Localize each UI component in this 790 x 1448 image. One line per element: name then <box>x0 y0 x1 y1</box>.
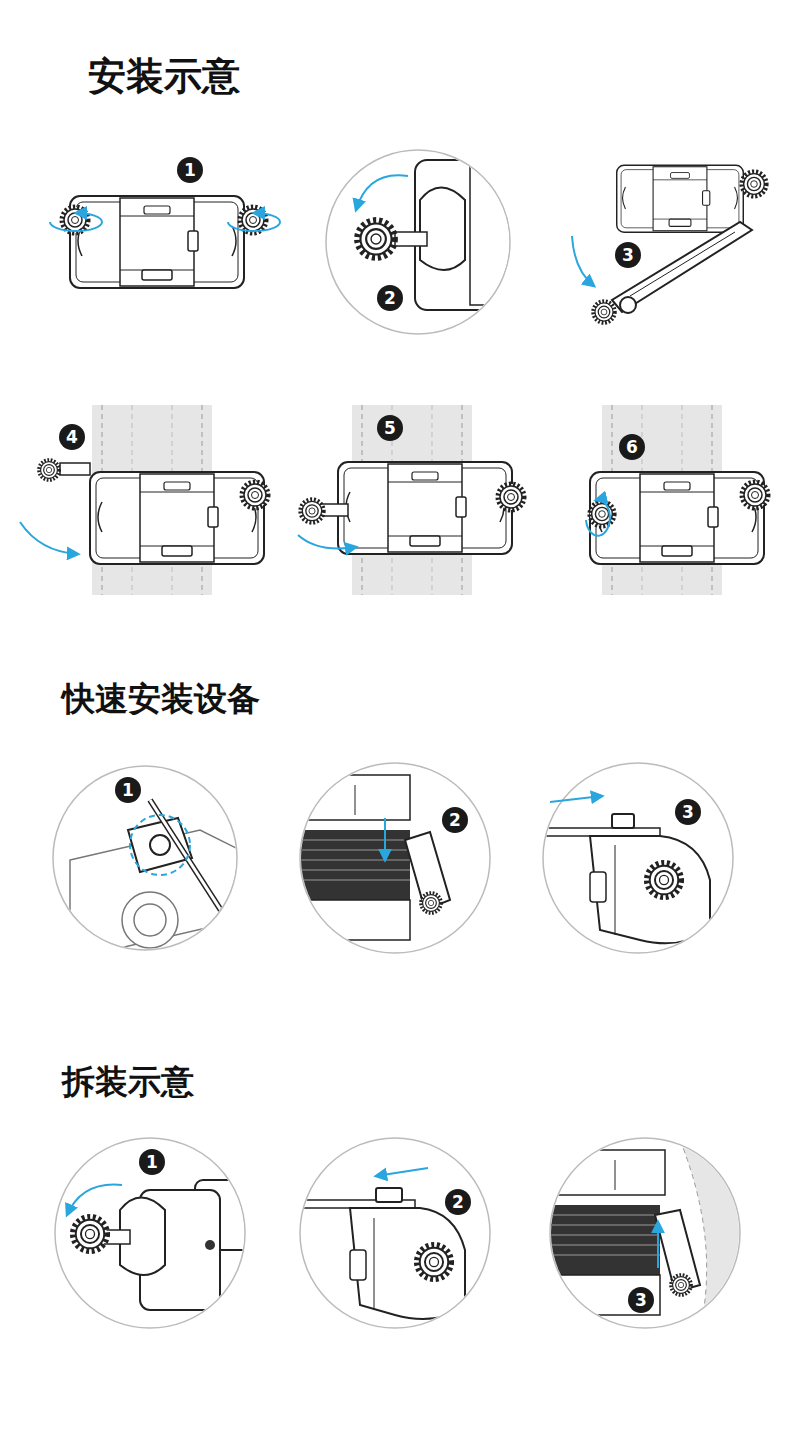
callout-number: 4 <box>59 424 85 450</box>
section-heading: 快速安装设备 <box>62 679 260 719</box>
callout-number: 2 <box>442 807 468 833</box>
callout-number: 3 <box>615 242 641 268</box>
callout-number: 2 <box>445 1189 471 1215</box>
callout-number: 5 <box>377 415 403 441</box>
section-heading: 拆装示意 <box>62 1062 194 1102</box>
callout-number: 2 <box>377 285 403 311</box>
callout-number: 1 <box>139 1149 165 1175</box>
callout-number: 3 <box>675 799 701 825</box>
callout-number: 3 <box>628 1287 654 1313</box>
callout-number: 6 <box>619 434 645 460</box>
section-heading: 安装示意 <box>88 54 240 100</box>
callout-number: 1 <box>177 157 203 183</box>
callout-number: 1 <box>115 777 141 803</box>
